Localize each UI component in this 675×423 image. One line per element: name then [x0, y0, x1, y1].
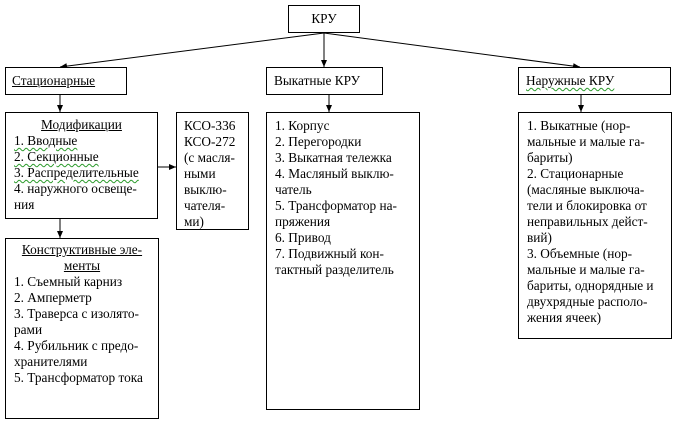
list-item: 4. наружного освеще-	[14, 181, 137, 196]
list-item: 6. Привод	[275, 230, 331, 245]
list-item: 2. Секционные	[14, 149, 99, 164]
arrow-root-to-stationary	[59, 32, 325, 70]
list-item: КСО-336	[184, 118, 236, 133]
list-item: двухрядные располо-	[527, 294, 648, 309]
arrow-root-to-outdoor	[323, 32, 581, 70]
category-outdoor: Наружные КРУ	[518, 67, 671, 95]
list-item: (с масля-	[184, 150, 235, 165]
list-item: 7. Подвижный кон-	[275, 246, 384, 261]
list-item: ми)	[184, 214, 204, 229]
list-item: 3. Распределительные	[14, 165, 139, 180]
kso-box: КСО-336 КСО-272 (с масля- ными выклю- ча…	[176, 112, 249, 230]
list-item: рами	[14, 322, 43, 337]
outdoor-list-box: 1. Выкатные (нор- мальные и малые га- ба…	[518, 112, 672, 339]
constructive-elements-box: Конструктивные эле- менты 1. Съемный кар…	[5, 238, 159, 419]
category-label: Стационарные	[12, 73, 96, 88]
list-item: (масляные выключа-	[527, 182, 645, 197]
category-label: Выкатные КРУ	[274, 73, 361, 88]
list-item: тактный разделитель	[275, 262, 394, 277]
list-item: жения ячеек)	[527, 310, 602, 325]
list-item: бариты)	[527, 150, 573, 165]
category-label: Наружные КРУ	[526, 73, 615, 88]
list-item: 2. Перегородки	[275, 134, 362, 149]
list-item: вий)	[527, 230, 552, 245]
list-item: чатель	[275, 182, 312, 197]
list-item: 3. Выкатная тележка	[275, 150, 392, 165]
list-item: 5. Трансформатор тока	[14, 370, 143, 385]
withdrawable-list-box: 1. Корпус 2. Перегородки 3. Выкатная тел…	[266, 112, 420, 410]
list-item: ными	[184, 166, 216, 181]
list-item: хранителями	[14, 354, 88, 369]
list-item: 5. Трансформатор на-	[275, 198, 397, 213]
category-withdrawable: Выкатные КРУ	[266, 67, 383, 95]
modifications-title: Модификации	[41, 117, 122, 132]
list-item: 1. Вводные	[14, 133, 78, 148]
list-item: 1. Корпус	[275, 118, 330, 133]
list-item: 4. Рубильник с предо-	[14, 338, 139, 353]
root-node: КРУ	[288, 5, 360, 33]
list-item: бариты, однорядные и	[527, 278, 654, 293]
modifications-box: Модификации 1. Вводные 2. Секционные 3. …	[5, 112, 158, 219]
list-item: мальные и малые га-	[527, 134, 645, 149]
list-item: тели и блокировка от	[527, 198, 647, 213]
list-item: выклю-	[184, 182, 227, 197]
list-item: 4. Масляный выклю-	[275, 166, 394, 181]
list-item: пряжения	[275, 214, 331, 229]
list-item: 3. Траверса с изолято-	[14, 306, 139, 321]
list-item: ния	[14, 197, 35, 212]
list-item: 2. Стационарные	[527, 166, 624, 181]
category-stationary: Стационарные	[5, 67, 127, 95]
list-item: 1. Выкатные (нор-	[527, 118, 631, 133]
list-item: КСО-272	[184, 134, 236, 149]
root-label: КРУ	[311, 11, 337, 26]
constructive-title: менты	[63, 258, 101, 273]
constructive-title: Конструктивные эле-	[21, 242, 143, 257]
list-item: 3. Объемные (нор-	[527, 246, 633, 261]
list-item: чателя-	[184, 198, 226, 213]
list-item: мальные и малые га-	[527, 262, 645, 277]
list-item: 1. Съемный карниз	[14, 274, 123, 289]
list-item: неправильных дейст-	[527, 214, 648, 229]
list-item: 2. Амперметр	[14, 290, 92, 305]
